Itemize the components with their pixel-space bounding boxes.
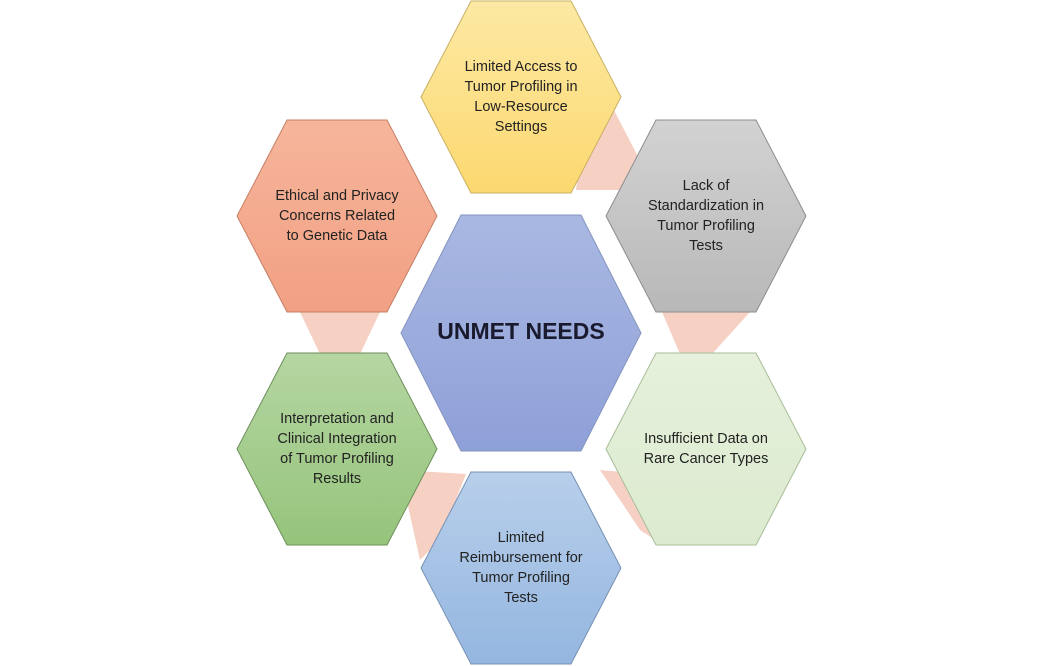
hexagon-label-upper-right: Lack of Standardization in Tumor Profiling…	[648, 178, 764, 254]
hexagon-shape-upper-left	[236, 119, 438, 313]
connector-layer	[300, 68, 750, 560]
hexagon-upper-right: Lack of Standardization in Tumor Profiling…	[605, 119, 807, 313]
hexagon-label-line: Clinical Integration	[277, 431, 396, 447]
hexagon-label-line: Limited	[498, 530, 545, 546]
connector-band-2	[662, 312, 750, 354]
hexagon-shape-top	[420, 0, 622, 194]
hexagon-lower-right: Insufficient Data on Rare Cancer Types	[605, 352, 807, 546]
center-hexagon: UNMET NEEDS	[400, 214, 642, 452]
hexagon-label-line: Interpretation and	[280, 411, 394, 427]
hexagon-label-line: Tumor Profiling	[657, 218, 755, 234]
hexagon-label-line: Insufficient Data on	[644, 431, 768, 447]
hexagon-label-line: Tumor Profiling in	[464, 79, 577, 95]
hexagon-label-line: Tumor Profiling	[472, 570, 570, 586]
hexagon-shape-lower-right	[605, 352, 807, 546]
hexagon-label-line: Settings	[495, 119, 547, 135]
hexagon-label-line: of Tumor Profiling	[280, 451, 394, 467]
hexagon-label-line: Rare Cancer Types	[644, 451, 769, 467]
hexagon-top: Limited Access to Tumor Profiling in Low-R…	[420, 0, 622, 194]
hexagon-label-lower-right: Insufficient Data on Rare Cancer Types	[644, 431, 769, 467]
hexagon-label-line: Standardization in	[648, 198, 764, 214]
hexagon-label-top: Limited Access to Tumor Profiling in Low-R…	[464, 59, 577, 135]
center-hexagon-shape	[400, 214, 642, 452]
hexagon-label-line: Concerns Related	[279, 208, 395, 224]
hexagon-label-line: Ethical and Privacy	[275, 188, 399, 204]
hexagon-label-line: Results	[313, 471, 361, 487]
center-label: UNMET NEEDS	[437, 318, 604, 344]
hexagon-label-line: to Genetic Data	[287, 228, 389, 244]
hexagon-label-line: Limited Access to	[465, 59, 578, 75]
connector-band-5	[300, 312, 380, 354]
hexagon-shape-upper-right	[605, 119, 807, 313]
hexagon-label-line: Low-Resource	[474, 99, 568, 115]
hexagon-shape-lower-left	[236, 352, 438, 546]
hexagon-label-line: Reimbursement for	[459, 550, 582, 566]
hexagon-label-line: Lack of	[683, 178, 731, 194]
connector-band-4	[400, 470, 466, 560]
hexagon-label-line: Tests	[689, 238, 723, 254]
hexagon-label-line: Tests	[504, 590, 538, 606]
node-layer: Limited Access to Tumor Profiling in Low-R…	[236, 0, 807, 665]
hexagon-shape-bottom	[420, 471, 622, 665]
